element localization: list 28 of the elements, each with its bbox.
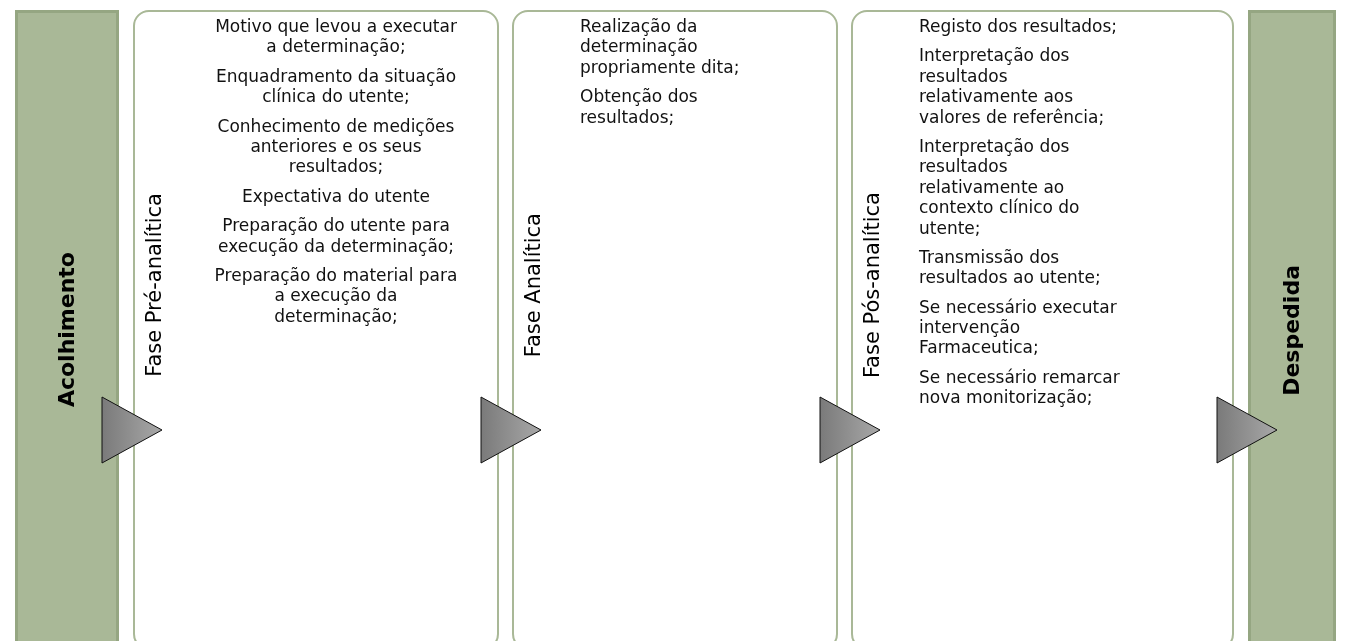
stage-title: Acolhimento — [54, 252, 80, 408]
step-text: Interpretação dos resultados relativamente ao contexto clínico do utente; — [919, 135, 1081, 238]
stage-bar — [1248, 10, 1336, 641]
stage-title: Despedida — [1279, 264, 1305, 396]
step-text: Interpretação dos resultados relativamente aos valores de referência; — [919, 45, 1106, 127]
arrow — [1216, 396, 1278, 464]
phase-card — [133, 10, 499, 641]
step-text: Motivo que levou a executar a determinação; — [214, 16, 458, 57]
phase-card — [512, 10, 838, 641]
phase-card — [851, 10, 1234, 641]
step-text: Se necessário executar intervenção Farmaceutica; — [919, 296, 1118, 358]
step-text: Conhecimento de medições anteriores e os seus resultados; — [216, 115, 456, 177]
step-text: Preparação do material para a execução da determinação; — [213, 264, 459, 327]
arrow — [101, 396, 163, 464]
step-text: Enquadramento da situação clínica do utente; — [214, 65, 458, 107]
step-text: Transmissão dos resultados ao utente; — [919, 246, 1102, 288]
arrow — [480, 396, 542, 464]
step-text: Realização da determinação propriamente dita; — [580, 16, 741, 78]
phase-title: Fase Pré-analítica — [143, 193, 167, 377]
step-text: Obtenção dos resultados; — [580, 86, 699, 127]
phase-title: Fase Pós-analítica — [861, 191, 885, 378]
stage-bar — [15, 10, 119, 641]
step-text: Se necessário remarcar nova monitorização; — [919, 366, 1121, 408]
step-text: Expectativa do utente — [241, 185, 431, 207]
phase-title: Fase Analítica — [522, 212, 546, 358]
arrow — [819, 396, 881, 464]
step-text: Preparação do utente para execução da determinação; — [217, 215, 455, 256]
step-text: Registo dos resultados; — [919, 16, 1118, 37]
